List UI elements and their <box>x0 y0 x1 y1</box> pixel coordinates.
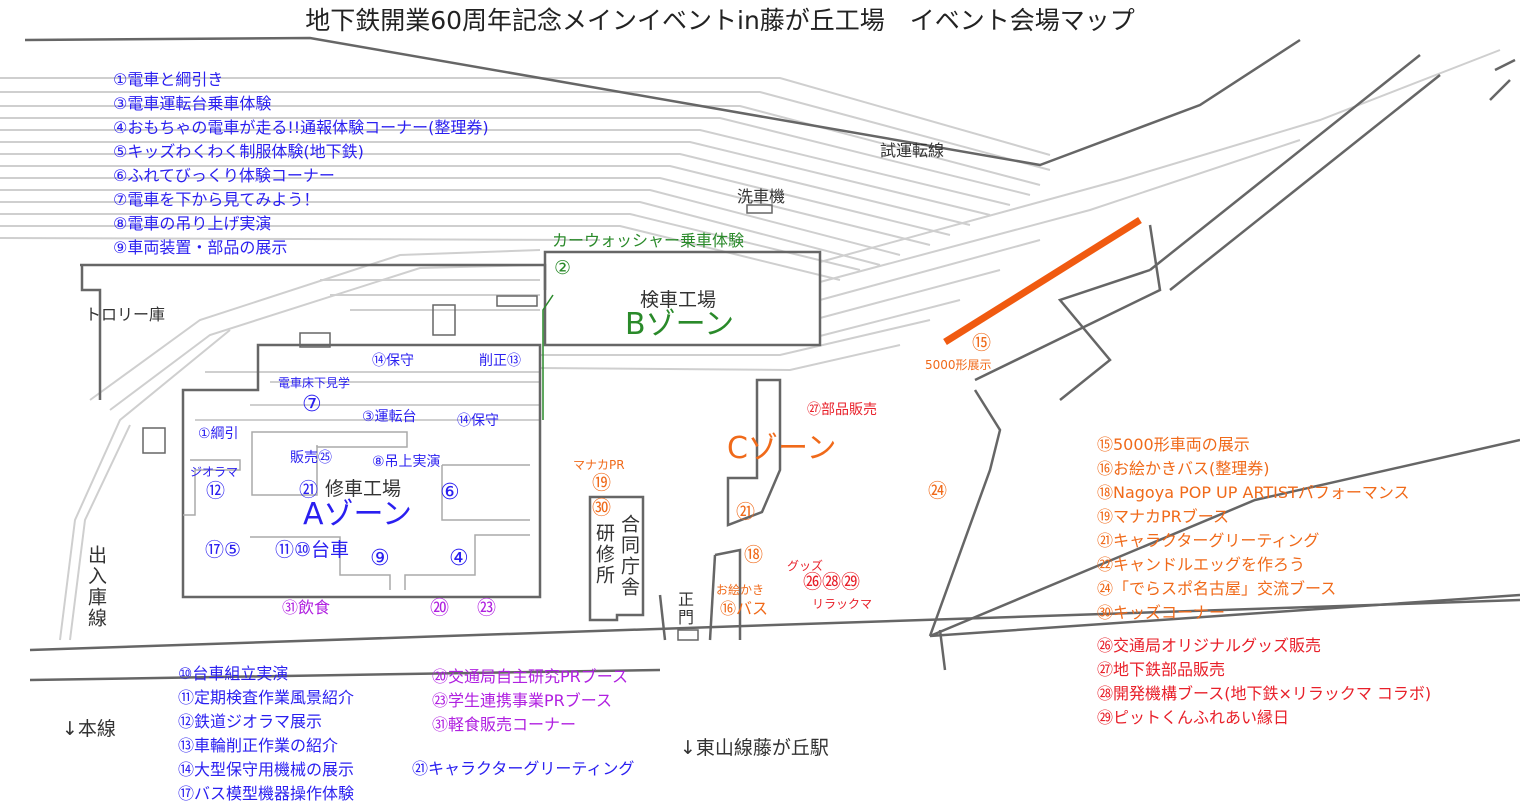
spot-label: ㉑ <box>299 479 319 501</box>
place-station: ↓東山線藤が丘駅 <box>680 737 829 759</box>
spot-label: ③運転台 <box>362 409 417 425</box>
place-test-line: 試運転線 <box>880 141 945 160</box>
legend-item: ⑤キッズわくわく制服体験(地下鉄) <box>113 142 364 161</box>
place-training: 研修所 <box>593 523 615 586</box>
place-repair-shop: 修車工場 <box>325 478 402 500</box>
legend-item: ⑰バス模型機器操作体験 <box>178 784 355 803</box>
zone-c-title: Cゾーン <box>727 431 837 466</box>
legend-item: ⑱Nagoya POP UP ARTISTパフォーマンス <box>1097 483 1410 502</box>
legend-item: ⑩台車組立実演 <box>178 664 289 683</box>
legend-item: ㉑キャラクターグリーティング <box>412 759 635 778</box>
spot-label: 販売㉕ <box>290 450 332 466</box>
legend-item: ⑧電車の吊り上げ実演 <box>113 214 272 233</box>
spot-label: ⑭保守 <box>372 353 414 369</box>
spot-label: ⑳ <box>430 597 450 619</box>
legend-item: ③電車運転台乗車体験 <box>113 94 272 113</box>
place-inspection-shop: 検車工場 <box>640 289 717 311</box>
legend-item: ㉓学生連携事業PRブース <box>432 691 612 710</box>
spot-label: ⑭保守 <box>457 413 499 429</box>
place-main-gate: 正門 <box>675 591 694 627</box>
spot-label: ⑯バス <box>720 599 769 618</box>
display-car-5000 <box>943 217 1142 345</box>
spot-label: お絵かき <box>716 583 765 597</box>
spot-label: ⑥ <box>440 480 460 505</box>
legend-item: ㉑キャラクターグリーティング <box>1097 531 1320 550</box>
spot-label: ⑫ <box>206 480 226 502</box>
spot-label: ⑨ <box>370 546 390 571</box>
spot-label: カーウォッシャー乗車体験 <box>552 231 745 250</box>
legend-item: ⑥ふれてびっくり体験コーナー <box>113 166 335 185</box>
legend-item: ㉒キャンドルエッグを作ろう <box>1097 555 1306 574</box>
spot-label: ⑲ <box>592 472 612 494</box>
place-main-line: ↓本線 <box>62 718 116 740</box>
spot-label: ⑦ <box>302 392 322 417</box>
spot-label: ④ <box>449 546 469 571</box>
spot-label: 削正⑬ <box>479 353 521 369</box>
spot-label: ㉖㉘㉙ <box>803 571 861 593</box>
track-lines <box>0 49 1501 641</box>
legend-top-left: ①電車と綱引き ③電車運転台乗車体験 ④おもちゃの電車が走る!!通報体験コーナー… <box>113 68 489 260</box>
spot-label: ⑪⑩台車 <box>275 539 350 561</box>
place-depot-line: 出入庫線 <box>85 545 107 629</box>
legend-right-red: ㉖交通局オリジナルグッズ販売 ㉗地下鉄部品販売 ㉘開発機構ブース(地下鉄×リラッ… <box>1097 634 1431 730</box>
spot-label: マナカPR <box>573 458 625 472</box>
place-washer: 洗車機 <box>737 187 786 206</box>
spot-label: グッズ <box>787 559 824 573</box>
legend-item: ⑳交通局自主研究PRブース <box>432 667 628 686</box>
spot-label: ジオラマ <box>190 465 239 479</box>
legend-right-orange: ⑮5000形車両の展示 ⑯お絵かきバス(整理券) ⑱Nagoya POP UP … <box>1097 433 1410 625</box>
carwash-route <box>542 294 554 420</box>
spot-label: ㉛飲食 <box>282 598 331 617</box>
spot-label: 5000形展示 <box>925 358 992 372</box>
legend-item: ⑭大型保守用機械の展示 <box>178 760 355 779</box>
legend-item: ㉗地下鉄部品販売 <box>1097 660 1226 679</box>
spot-label: ㉚ <box>592 497 612 519</box>
zone-b-title: Bゾーン <box>625 307 735 342</box>
legend-item: ⑲マナカPRブース <box>1097 507 1229 526</box>
spot-label: ㉗部品販売 <box>807 402 877 418</box>
zone-a-title: Aゾーン <box>303 497 413 532</box>
legend-item: ⑯お絵かきバス(整理券) <box>1097 459 1270 478</box>
legend-item: ㉘開発機構ブース(地下鉄×リラックマ コラボ) <box>1097 684 1432 703</box>
legend-item: ⑨車両装置・部品の展示 <box>113 238 288 257</box>
spot-label: リラックマ <box>812 597 873 611</box>
zone-a-inner-walls <box>183 431 530 590</box>
legend-item: ⑪定期検査作業風景紹介 <box>178 688 355 707</box>
spot-label: ①綱引 <box>198 426 239 442</box>
walls <box>24 36 1520 682</box>
small-buildings <box>142 204 773 641</box>
spot-label: ㉔ <box>928 480 948 502</box>
legend-item: ⑫鉄道ジオラマ展示 <box>178 712 323 731</box>
map-title: 地下鉄開業60周年記念メインイベントin藤が丘工場 イベント会場マップ <box>305 6 1135 35</box>
legend-item: ④おもちゃの電車が走る!!通報体験コーナー(整理券) <box>113 118 489 137</box>
spot-label: ② <box>554 257 572 279</box>
legend-item: ⑮5000形車両の展示 <box>1097 435 1250 454</box>
spot-label: ⑱ <box>744 544 764 566</box>
legend-item: ㉖交通局オリジナルグッズ販売 <box>1097 636 1322 655</box>
place-trolley: トロリー庫 <box>85 305 166 324</box>
legend-item: ㉚キッズコーナー <box>1097 603 1226 622</box>
legend-item: ⑬車輪削正作業の紹介 <box>178 736 339 755</box>
spot-label: ⑮ <box>972 332 992 354</box>
legend-item: ①電車と綱引き <box>113 70 224 89</box>
spot-label: ㉑ <box>736 501 756 523</box>
spot-label: ⑧吊上実演 <box>372 454 441 470</box>
spot-label: ⑰⑤ <box>205 539 242 561</box>
legend-item: ⑦電車を下から見てみよう！ <box>113 190 320 209</box>
spot-label: 電車床下見学 <box>278 376 351 390</box>
legend-bottom-left: ⑩台車組立実演 ⑪定期検査作業風景紹介 ⑫鉄道ジオラマ展示 ⑬車輪削正作業の紹介… <box>178 662 354 806</box>
legend-bottom-mid: ⑳交通局自主研究PRブース ㉓学生連携事業PRブース ㉛軽食販売コーナー <box>432 665 628 737</box>
legend-item: ㉔「でらスポ名古屋」交流ブース <box>1097 579 1337 598</box>
place-joint-office: 合同庁舎 <box>618 514 640 598</box>
legend-item: ㉙ピットくんふれあい縁日 <box>1097 708 1290 727</box>
spot-label: ㉓ <box>477 597 497 619</box>
legend-item: ㉛軽食販売コーナー <box>432 715 577 734</box>
